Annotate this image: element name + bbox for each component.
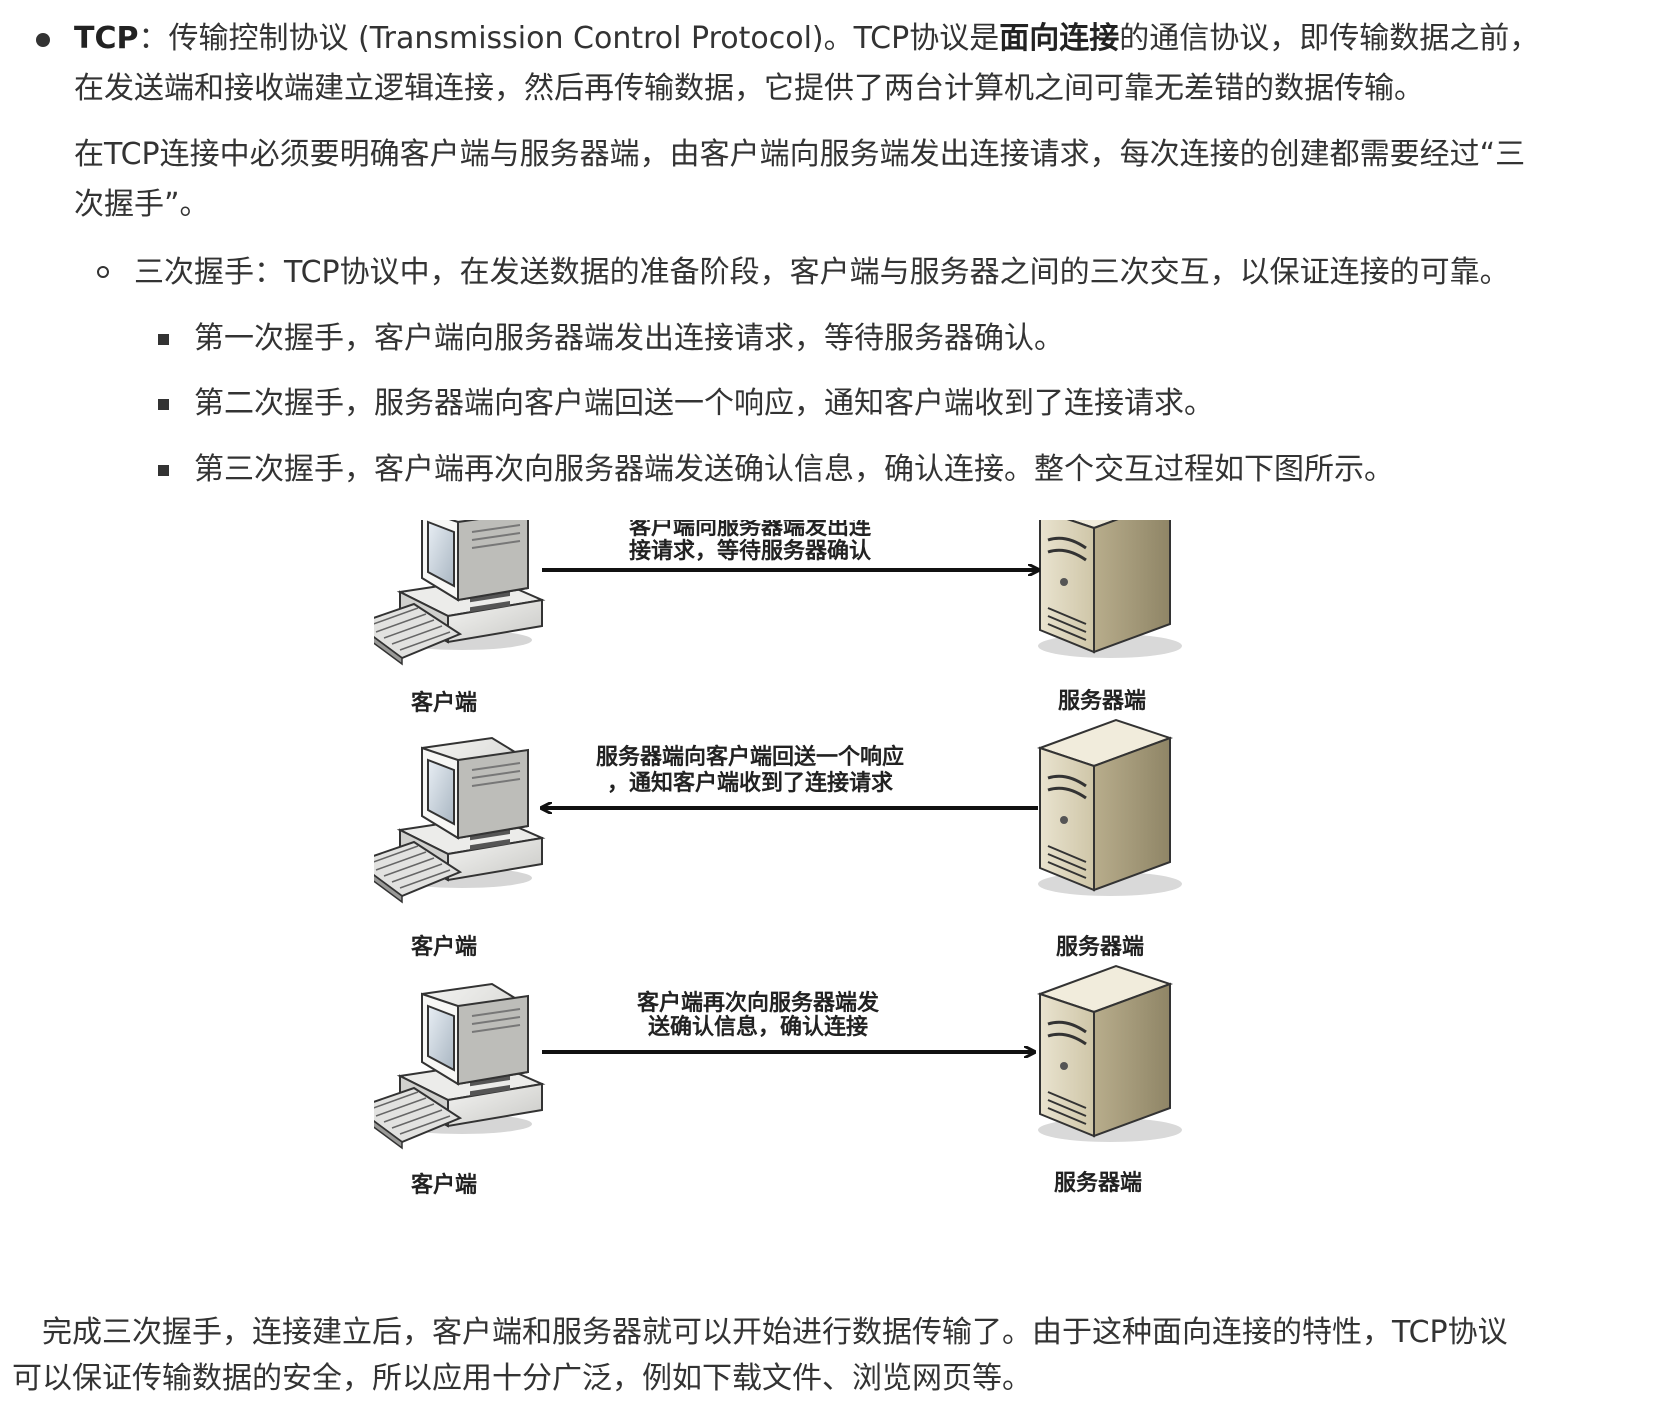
tcp-def-bold: 面向连接 <box>999 21 1120 56</box>
bullet-square <box>158 465 169 476</box>
server-icon <box>1036 964 1184 1144</box>
tcp-def-part2: 的通信协议，即传输数据之前， <box>1119 21 1540 56</box>
diagram-row2-line2: ，通知客户端收到了连接请求 <box>607 770 893 796</box>
diagram-row1-line1: 客户端向服务器端发出连 <box>629 520 872 540</box>
diagram-row1-line2: 接请求，等待服务器确认 <box>629 538 871 564</box>
bullet-disc <box>36 33 50 47</box>
bullet-square <box>158 334 169 345</box>
server-icon <box>1036 520 1184 660</box>
client-computer-icon <box>374 520 543 665</box>
client-label: 客户端 <box>411 934 477 960</box>
tcp-definition-line-2: 在发送端和接收端建立逻辑连接，然后再传输数据，它提供了两台计算机之间可靠无差错的… <box>74 71 1424 106</box>
tcp-term: TCP <box>74 21 139 56</box>
conclusion-line-1: 完成三次握手，连接建立后，客户端和服务器就可以开始进行数据传输了。由于这种面向连… <box>12 1315 1508 1350</box>
server-label: 服务器端 <box>1056 935 1144 960</box>
handshake-label: 三次握手：TCP协议中，在发送数据的准备阶段，客户端与服务器之间的三次交互，以保… <box>134 255 1510 290</box>
tcp-def-part1: 传输控制协议 (Transmission Control Protocol)。T… <box>168 21 1000 56</box>
handshake-step-2: 第二次握手，服务器端向客户端回送一个响应，通知客户端收到了连接请求。 <box>194 386 1214 421</box>
server-label: 服务器端 <box>1054 1171 1142 1196</box>
client-label: 客户端 <box>411 1172 477 1198</box>
tcp-colon: ： <box>138 21 169 56</box>
tcp-paragraph-line-1: 在TCP连接中必须要明确客户端与服务器端，由客户端向服务端发出连接请求，每次连接… <box>74 137 1526 172</box>
client-computer-icon <box>374 737 543 903</box>
bullet-square <box>158 399 169 410</box>
handshake-step-1: 第一次握手，客户端向服务器端发出连接请求，等待服务器确认。 <box>194 321 1064 356</box>
bullet-circle <box>97 266 109 278</box>
conclusion-line-2: 可以保证传输数据的安全，所以应用十分广泛，例如下载文件、浏览网页等。 <box>12 1361 1032 1396</box>
handshake-step-3: 第三次握手，客户端再次向服务器端发送确认信息，确认连接。整个交互过程如下图所示。 <box>194 452 1394 487</box>
diagram-row2-line1: 服务器端向客户端回送一个响应 <box>596 744 904 770</box>
handshake-diagram-svg: 客户端向服务器端发出连 接请求，等待服务器确认 客户端 服务器端 服务器端向客户… <box>374 520 1184 1198</box>
server-label: 服务器端 <box>1058 689 1146 714</box>
three-way-handshake-diagram: 客户端向服务器端发出连 接请求，等待服务器确认 客户端 服务器端 服务器端向客户… <box>374 520 1260 1284</box>
client-label: 客户端 <box>411 690 477 716</box>
diagram-row3-line2: 送确认信息，确认连接 <box>648 1014 868 1040</box>
server-icon <box>1036 718 1184 898</box>
diagram-row3-line1: 客户端再次向服务器端发 <box>637 990 880 1016</box>
tcp-paragraph-line-2: 次握手”。 <box>74 187 210 222</box>
client-computer-icon <box>374 983 543 1149</box>
tcp-definition-line-1: TCP：传输控制协议 (Transmission Control Protoco… <box>74 14 1658 64</box>
